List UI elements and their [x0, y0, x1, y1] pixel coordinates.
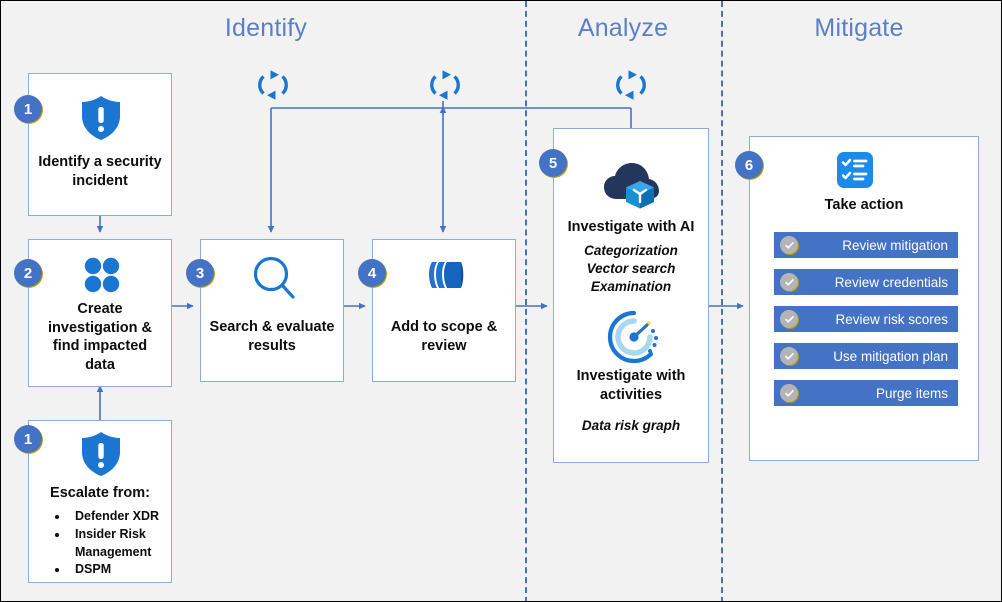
step-label-investigate-activities: Investigate with activities [576, 368, 686, 403]
check-circle-icon [780, 384, 798, 402]
action-button-review-risk-scores[interactable]: Review risk scores [774, 306, 958, 332]
check-circle-icon [780, 236, 798, 254]
gauge-activities-icon [606, 309, 662, 370]
four-dots-icon [82, 255, 122, 300]
step-box-identify-incident[interactable]: Identify a security incident [28, 73, 172, 216]
action-label: Review mitigation [842, 237, 948, 253]
lane-title-mitigate: Mitigate [814, 14, 904, 42]
lane-title-analyze: Analyze [577, 14, 669, 42]
action-label: Review risk scores [835, 311, 948, 327]
step-box-escalate-from[interactable]: Escalate from: Defender XDR Insider Risk… [28, 420, 172, 583]
checklist-icon [836, 151, 874, 194]
lane-divider-identify-analyze [525, 1, 527, 601]
list-item: DSPM [69, 561, 165, 579]
shield-alert-icon [79, 94, 123, 147]
step-box-take-action[interactable]: Take action Review mitigation Review cre… [749, 136, 979, 461]
step-badge-5: 5 [539, 149, 567, 177]
step-box-investigate[interactable]: Investigate with AI Categorization Vecto… [553, 128, 709, 463]
step-box-add-to-scope[interactable]: Add to scope & review [372, 239, 516, 382]
investigate-activities-sub: Data risk graph [581, 418, 681, 433]
investigate-ai-sub-1: Categorization [584, 243, 678, 258]
investigate-ai-sub-3: Examination [590, 279, 672, 294]
step-box-search-evaluate[interactable]: Search & evaluate results [200, 239, 344, 382]
step-box-create-investigation[interactable]: Create investigation & find impacted dat… [28, 239, 172, 387]
refresh-loop-icon-1 [256, 67, 290, 108]
step-badge-6: 6 [735, 151, 763, 179]
refresh-loop-icon-3 [614, 67, 648, 108]
check-circle-icon [780, 347, 798, 365]
check-circle-icon [780, 310, 798, 328]
action-button-review-credentials[interactable]: Review credentials [774, 269, 958, 295]
action-button-purge-items[interactable]: Purge items [774, 380, 958, 406]
refresh-loop-icon-2 [428, 67, 462, 108]
step-label-investigate-ai: Investigate with AI [567, 219, 695, 235]
step-label-search-evaluate: Search & evaluate results [209, 319, 335, 354]
investigate-ai-sub-2: Vector search [586, 261, 676, 276]
list-item: Defender XDR [69, 508, 165, 526]
action-label: Purge items [875, 385, 948, 401]
layers-icon [423, 254, 469, 305]
escalate-source-list: Defender XDR Insider Risk Management DSP… [29, 508, 165, 579]
step-badge-2: 2 [14, 259, 42, 287]
magnifier-icon [251, 254, 297, 307]
action-button-review-mitigation[interactable]: Review mitigation [774, 232, 958, 258]
step-label-identify-incident: Identify a security incident [38, 154, 162, 189]
escalate-from-title: Escalate from: [50, 485, 150, 501]
step-badge-1a: 1 [14, 95, 42, 123]
step-badge-3: 3 [186, 259, 214, 287]
cloud-cube-ai-icon [602, 161, 664, 218]
lane-title-identify: Identify [224, 14, 308, 42]
step-badge-4: 4 [358, 259, 386, 287]
step-label-add-to-scope: Add to scope & review [390, 319, 498, 354]
step-label-create-investigation: Create investigation & find impacted dat… [48, 301, 152, 373]
step-label-take-action: Take action [824, 197, 904, 213]
action-label: Use mitigation plan [833, 348, 948, 364]
step-badge-1b: 1 [14, 425, 42, 453]
check-circle-icon [780, 273, 798, 291]
action-label: Review credentials [834, 274, 948, 290]
action-button-use-mitigation-plan[interactable]: Use mitigation plan [774, 343, 958, 369]
lane-divider-analyze-mitigate [721, 1, 723, 601]
list-item: Insider Risk Management [69, 526, 165, 562]
shield-alert-icon [79, 430, 123, 483]
